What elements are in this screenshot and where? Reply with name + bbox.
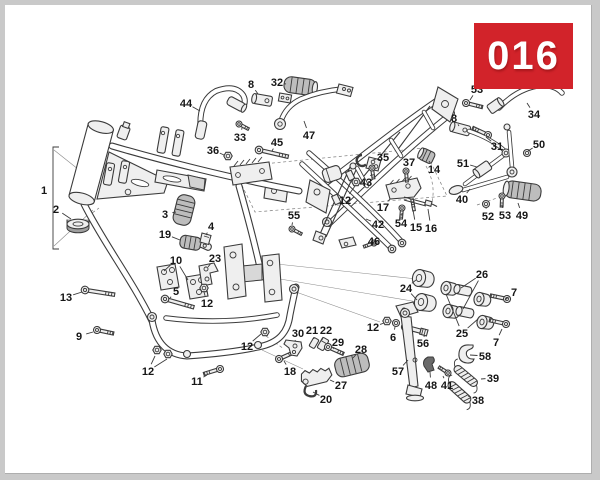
page-code-badge: 016: [474, 23, 573, 89]
page-code: 016: [487, 33, 560, 78]
